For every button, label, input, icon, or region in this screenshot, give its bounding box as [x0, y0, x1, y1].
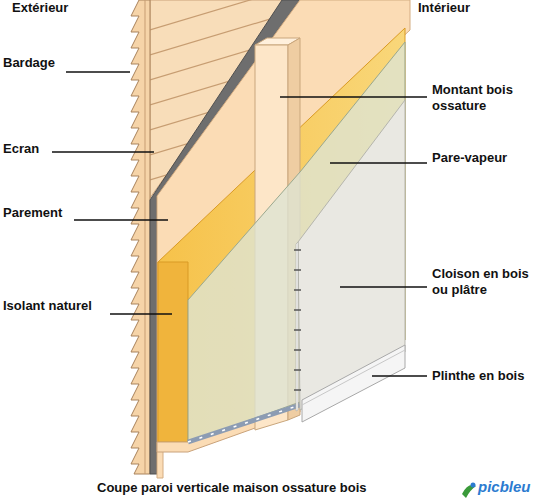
part-label: Parement	[3, 205, 62, 221]
part-label: Plinthe en bois	[432, 368, 552, 384]
insulation	[158, 28, 405, 442]
caption: Coupe paroi verticale maison ossature bo…	[95, 480, 368, 496]
baseboard	[302, 345, 405, 422]
part-label: Montant bois ossature	[432, 82, 547, 114]
vapour-barrier	[188, 42, 405, 442]
insulation-front	[158, 262, 188, 442]
side-label: Extérieur	[12, 0, 68, 16]
part-label: Cloison en bois ou plâtre	[432, 266, 547, 298]
nails	[294, 250, 301, 390]
part-label: Isolant naturel	[3, 298, 92, 314]
siding-edge	[131, 0, 150, 474]
part-label: Pare-vapeur	[432, 150, 547, 166]
siding-line	[145, 0, 146, 474]
part-label: Ecran	[3, 141, 39, 157]
leader-lines	[52, 72, 427, 376]
baseboard-line	[302, 350, 405, 405]
side-label: Intérieur	[418, 0, 470, 16]
watermark: picbleu	[478, 479, 531, 495]
part-label: Bardage	[3, 55, 55, 71]
sheathing-panel	[157, 0, 410, 478]
logo-icon	[462, 483, 476, 499]
rail-holes	[188, 405, 300, 442]
plasterboard-edge	[296, 242, 298, 411]
barrier-rail	[188, 405, 300, 442]
